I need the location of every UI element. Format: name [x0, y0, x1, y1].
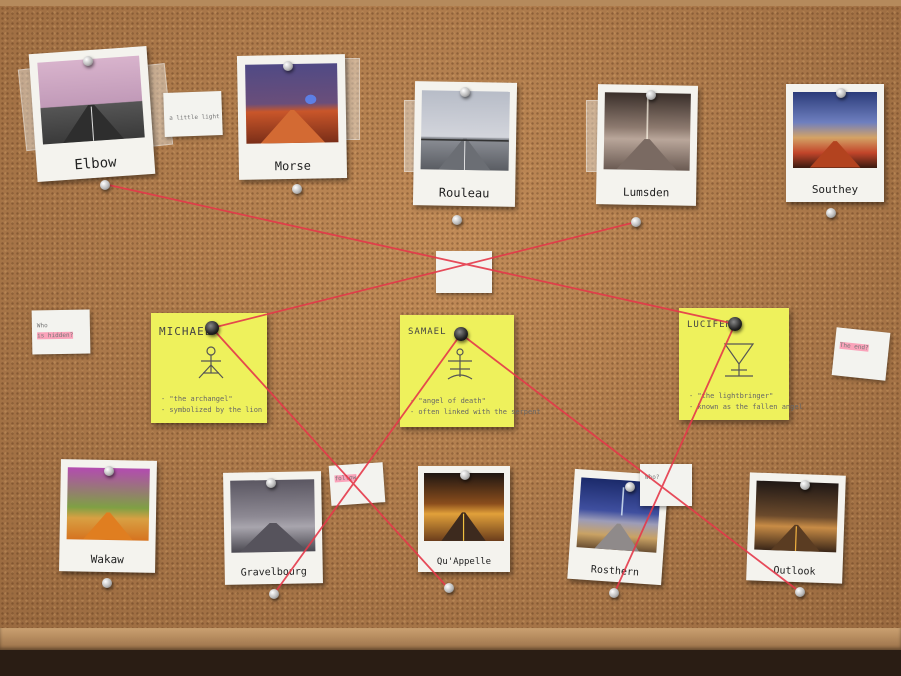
pushpin [83, 56, 93, 66]
road-photo [66, 467, 151, 541]
sticky-line: - "angel of death" [410, 397, 486, 405]
polaroid-elbow: Elbow [28, 46, 156, 182]
string-line [613, 323, 736, 595]
polaroid-rouleau: Rouleau [412, 81, 518, 207]
pushpin [625, 482, 635, 492]
string-line [211, 221, 637, 329]
sticky-line: - "the lightbringer" [689, 392, 774, 400]
polaroid-outlook: Outlook [746, 472, 846, 584]
polaroid-morse: Morse [236, 54, 348, 180]
pushpin [266, 478, 276, 488]
road-photo [420, 89, 510, 171]
sigil-icon [447, 348, 473, 380]
pushpin [460, 470, 470, 480]
polaroid-gravelbourg: Gravelbourg [223, 471, 323, 585]
pushpin [728, 317, 742, 331]
floor [0, 650, 901, 676]
frame-top [0, 0, 901, 6]
pushpin [205, 321, 219, 335]
road-photo [753, 480, 839, 553]
string-line [273, 333, 462, 595]
string-lines [103, 183, 801, 595]
sticky-line: - "the archangel" [161, 395, 233, 403]
polaroid-southey: Southey [786, 84, 884, 202]
note-text: Who? [645, 474, 660, 481]
road-photo [37, 55, 145, 145]
sticky-name: LUCIFER [687, 320, 732, 330]
polaroid-wakaw: Wakaw [59, 459, 157, 573]
pushpin [826, 208, 836, 218]
pushpin [795, 587, 805, 597]
pushpin [283, 61, 293, 71]
sticky-line: - often linked with the serpent [410, 408, 541, 416]
sticky-line: - known as the fallen angel [689, 403, 803, 411]
pushpin [100, 180, 110, 190]
note-center [436, 251, 492, 293]
pushpin [631, 217, 641, 227]
polaroid-lumsden: Lumsden [595, 84, 699, 206]
road-photo [603, 92, 691, 171]
road-photo [244, 62, 339, 144]
pushpin [292, 184, 302, 194]
pushpin [609, 588, 619, 598]
road-photo [424, 473, 504, 542]
sigil-icon [723, 343, 755, 377]
pushpin [800, 480, 810, 490]
sticky-name: SAMAEL [408, 327, 447, 337]
road-photo [576, 476, 662, 553]
polaroid-quappelle: Qu'Appelle [418, 466, 510, 572]
road-photo [230, 479, 316, 553]
pushpin [444, 583, 454, 593]
polaroid-caption: Qu'Appelle [436, 556, 492, 567]
pushpin [104, 466, 114, 476]
pushpin [452, 215, 462, 225]
string-line [460, 333, 801, 593]
sigil-icon [198, 346, 224, 379]
pushpin [269, 589, 279, 599]
polaroid-caption: Southey [811, 183, 859, 197]
string-line [103, 183, 736, 325]
road-photo [792, 92, 878, 168]
polaroid-rosthern: Rosthern [567, 468, 669, 586]
frame-bottom [0, 628, 901, 650]
pushpin [836, 88, 846, 98]
pushpin [454, 327, 468, 341]
sticky-line: - symbolized by the lion [161, 406, 263, 414]
pushpin [102, 578, 112, 588]
pushpin [460, 87, 470, 97]
string-line [211, 327, 449, 589]
note-bottom-2: Who? [640, 464, 692, 506]
sticky-name: MICHAEL [159, 325, 213, 338]
pushpin [646, 90, 656, 100]
